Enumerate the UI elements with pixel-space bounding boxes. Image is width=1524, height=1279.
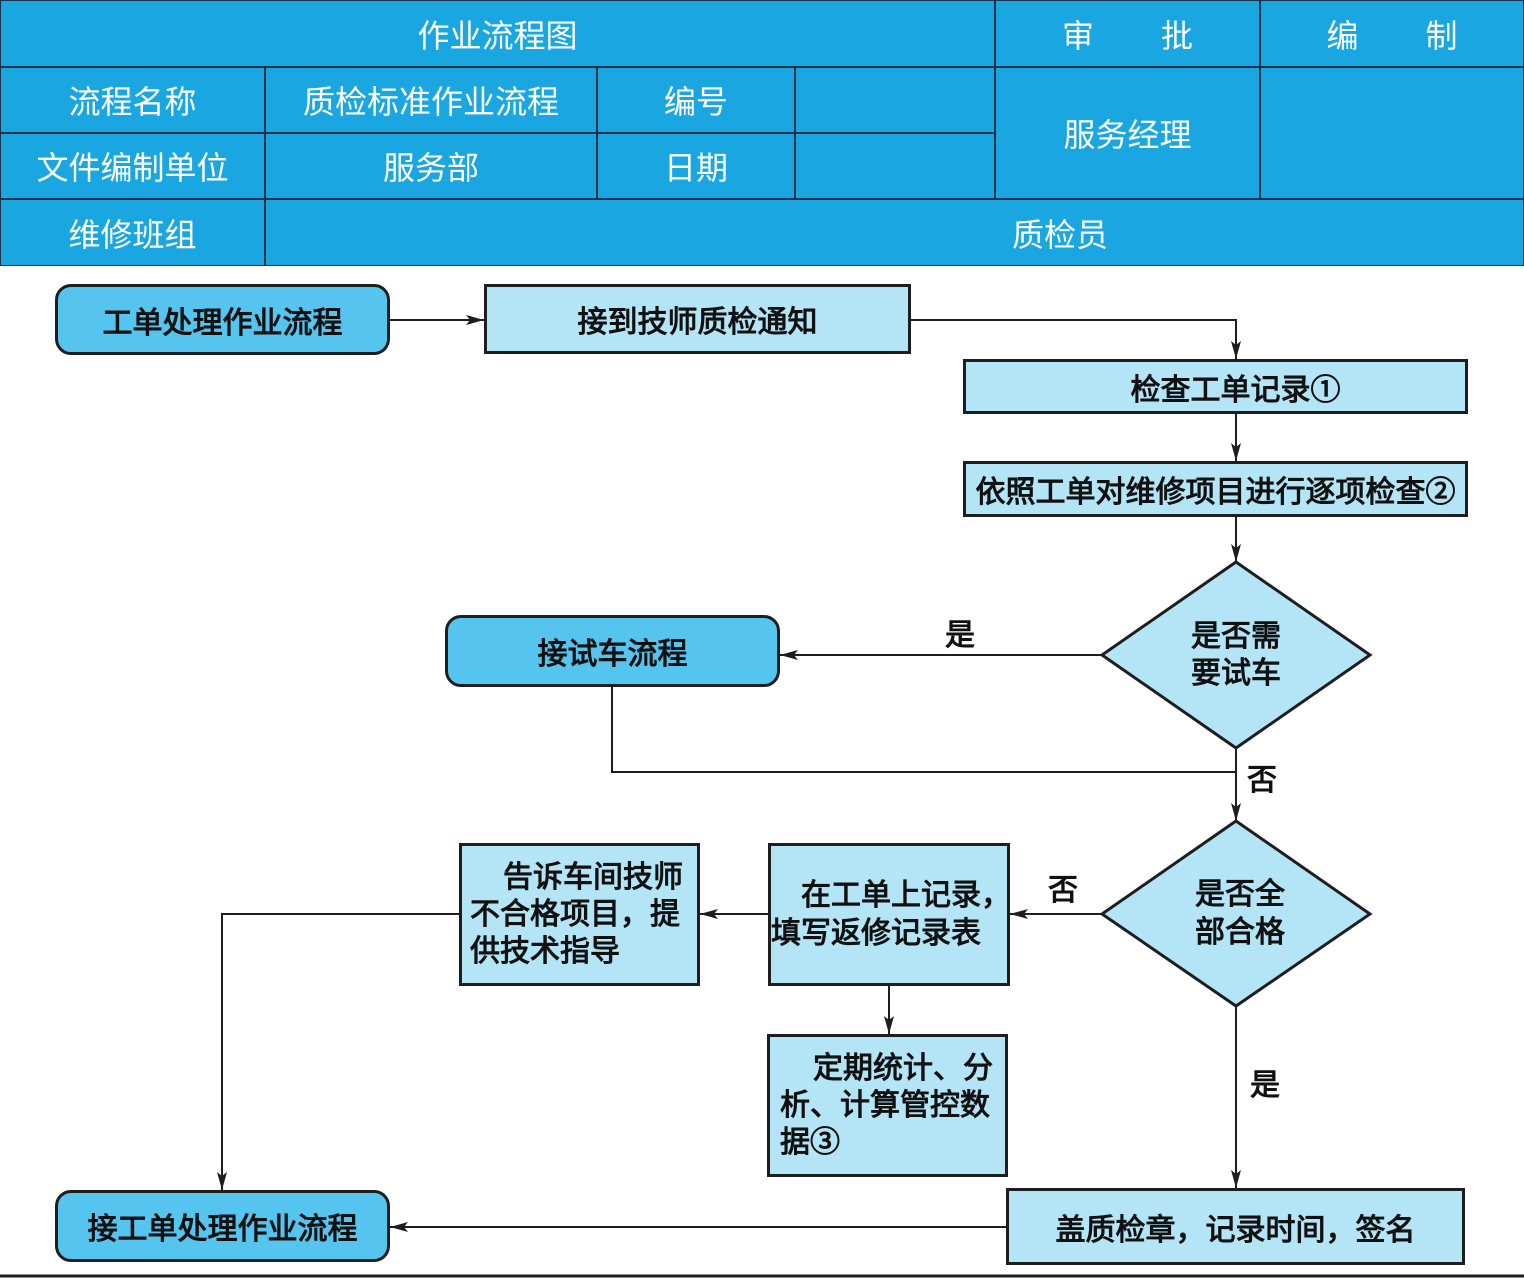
edge-label-all-pass-yes: 是 xyxy=(1250,1068,1280,1103)
edge-label-all-pass-no: 否 xyxy=(1048,873,1078,908)
chart-title: 作业流程图 xyxy=(417,16,578,55)
stamp-sign-label: 盖质检章，记录时间，签名 xyxy=(1055,1212,1416,1248)
decision-all-pass-line: 是否全 xyxy=(1195,877,1285,912)
connector-notice-to-check xyxy=(911,319,1241,359)
lane-left-cell: 维修班组 xyxy=(0,199,265,266)
unit-value: 服务部 xyxy=(382,149,479,187)
number-label: 编号 xyxy=(663,83,728,121)
approve-header-cell: 审批 xyxy=(995,0,1260,67)
statistics-line: 定期统计、分 xyxy=(813,1051,993,1086)
number-label-cell: 编号 xyxy=(597,67,795,133)
approver-cell: 服务经理 xyxy=(995,67,1260,199)
check-record-process: 检查工单记录① xyxy=(963,359,1468,414)
statistics-line: 据③ xyxy=(780,1125,840,1160)
compile-header-cell: 编制 xyxy=(1260,0,1524,67)
lane-right-cell: 质检员 xyxy=(597,199,1524,266)
chart-title-cell: 作业流程图 xyxy=(0,0,995,67)
compile-label: 编制 xyxy=(1326,16,1524,55)
end-terminal-label: 接工单处理作业流程 xyxy=(87,1212,358,1247)
start-terminal: 工单处理作业流程 xyxy=(55,284,390,355)
inform-technician-line: 告诉车间技师 xyxy=(503,860,683,895)
connector-testdrive-return xyxy=(611,687,1236,773)
decision-test-drive-text: 是否需 要试车 xyxy=(1146,618,1326,692)
statistics-process: 定期统计、分 析、计算管控数 据③ xyxy=(767,1034,1008,1177)
unit-label: 文件编制单位 xyxy=(36,149,229,187)
check-record-label: 检查工单记录① xyxy=(1130,372,1341,408)
decision-test-drive-diamond xyxy=(1099,560,1373,750)
record-rework-process: 在工单上记录， 填写返修记录表 xyxy=(768,843,1011,986)
decision-test-drive-line: 要试车 xyxy=(1191,656,1281,691)
unit-label-cell: 文件编制单位 xyxy=(0,133,265,199)
record-rework-line: 在工单上记录， xyxy=(801,877,1011,913)
inform-technician-line: 供技术指导 xyxy=(470,934,620,969)
edge-label-test-drive-yes: 是 xyxy=(945,618,975,653)
decision-test-drive-line: 是否需 xyxy=(1191,619,1281,654)
stamp-sign-process: 盖质检章，记录时间，签名 xyxy=(1006,1188,1465,1265)
decision-all-pass-diamond xyxy=(1099,819,1373,1008)
process-name-value-cell: 质检标准作业流程 xyxy=(265,67,597,133)
decision-all-pass-line: 部合格 xyxy=(1195,915,1285,950)
decision-all-pass-text: 是否全 部合格 xyxy=(1150,876,1330,952)
compiler-cell xyxy=(1260,67,1524,199)
approver-name: 服务经理 xyxy=(1063,116,1192,154)
inspect-items-label: 依照工单对维修项目进行逐项检查② xyxy=(975,475,1456,510)
record-rework-line: 填写返修记录表 xyxy=(771,915,981,951)
number-value-cell xyxy=(795,67,995,133)
lane-left-label: 维修班组 xyxy=(68,215,197,254)
process-name-label: 流程名称 xyxy=(68,83,197,121)
test-drive-terminal-label: 接试车流程 xyxy=(537,637,688,672)
date-value-cell xyxy=(795,133,995,199)
approve-label: 审批 xyxy=(1062,16,1261,55)
connector-inform-to-end xyxy=(217,913,459,1190)
notice-process-label: 接到技师质检通知 xyxy=(577,305,818,340)
inspect-items-process: 依照工单对维修项目进行逐项检查② xyxy=(963,461,1468,517)
lane-gap-cell xyxy=(265,199,597,266)
start-terminal-label: 工单处理作业流程 xyxy=(102,305,343,341)
edge-label-test-drive-no: 否 xyxy=(1247,763,1277,798)
inform-technician-process: 告诉车间技师 不合格项目，提 供技术指导 xyxy=(459,843,700,986)
unit-value-cell: 服务部 xyxy=(265,133,597,199)
lane-right-label: 质检员 xyxy=(1011,215,1108,254)
date-label-cell: 日期 xyxy=(597,133,795,199)
process-name-label-cell: 流程名称 xyxy=(0,67,265,133)
notice-process: 接到技师质检通知 xyxy=(484,284,911,354)
end-terminal: 接工单处理作业流程 xyxy=(55,1190,390,1262)
inform-technician-line: 不合格项目，提 xyxy=(470,897,680,932)
test-drive-terminal: 接试车流程 xyxy=(445,615,780,687)
date-label: 日期 xyxy=(663,149,728,187)
statistics-line: 析、计算管控数 xyxy=(780,1088,990,1123)
process-name-value: 质检标准作业流程 xyxy=(302,83,559,121)
